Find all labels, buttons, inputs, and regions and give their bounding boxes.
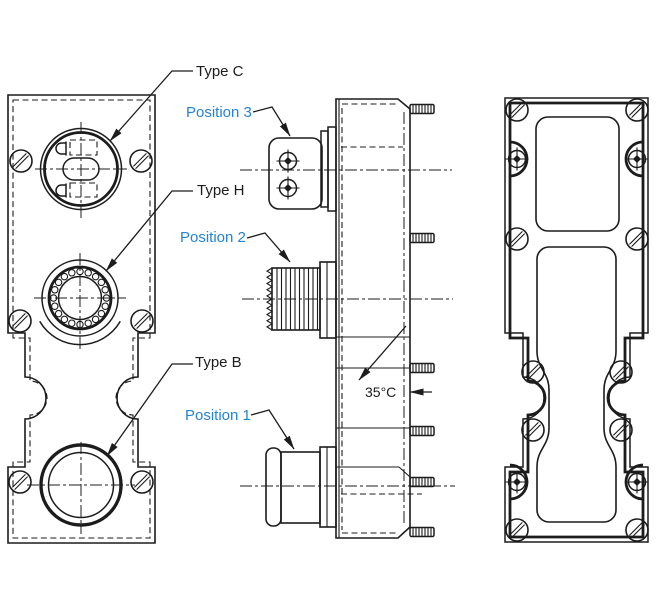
rear-view — [504, 97, 650, 543]
slotted-screw — [625, 227, 649, 251]
serrated-edge — [265, 267, 274, 331]
threaded-stud — [409, 362, 435, 374]
rear-inner-border — [508, 101, 645, 539]
threaded-stud — [409, 425, 435, 437]
slotted-screw — [609, 418, 633, 442]
slotted-screw — [521, 418, 545, 442]
temperature-callout — [358, 325, 432, 396]
rear-bottom-cover — [536, 246, 617, 523]
type-h-leader-line — [105, 190, 193, 272]
position-3-leader-line — [252, 106, 291, 137]
front-view — [7, 94, 156, 544]
position-1-connector — [265, 446, 337, 528]
slotted-screw — [8, 470, 32, 494]
threaded-stud — [409, 476, 435, 488]
phillips-screw — [275, 175, 301, 201]
position-1-label: Position 1 — [185, 407, 251, 424]
rear-top-cover — [535, 116, 620, 232]
type-h-connector — [34, 253, 126, 352]
slotted-screw — [9, 149, 33, 173]
type-c-label: Type C — [196, 63, 244, 80]
position-3-label: Position 3 — [186, 104, 252, 121]
pin-ring — [49, 267, 111, 329]
threaded-studs — [409, 103, 435, 538]
type-c-connector — [35, 122, 127, 221]
temperature-label: 35°C — [364, 384, 398, 401]
type-c-leader-line — [109, 70, 193, 142]
type-h-label: Type H — [197, 182, 245, 199]
threaded-stud — [409, 232, 435, 244]
slotted-screw — [8, 309, 32, 333]
position-2-leader-line — [246, 232, 291, 263]
position-2-connector — [265, 261, 337, 339]
type-b-connector — [27, 442, 135, 534]
side-view — [240, 98, 455, 539]
threaded-stud — [409, 103, 435, 115]
leader-lines — [105, 70, 295, 457]
position-3-connector — [268, 126, 337, 212]
front-hidden-outline — [12, 99, 151, 539]
slotted-screw — [130, 309, 154, 333]
type-b-leader-line — [106, 363, 193, 457]
threaded-stud — [409, 526, 435, 538]
side-body-outline — [335, 98, 411, 539]
position-2-label: Position 2 — [180, 229, 246, 246]
type-b-label: Type B — [195, 354, 242, 371]
slotted-screw — [129, 149, 153, 173]
position-1-leader-line — [250, 409, 295, 450]
phillips-screw — [275, 148, 301, 174]
